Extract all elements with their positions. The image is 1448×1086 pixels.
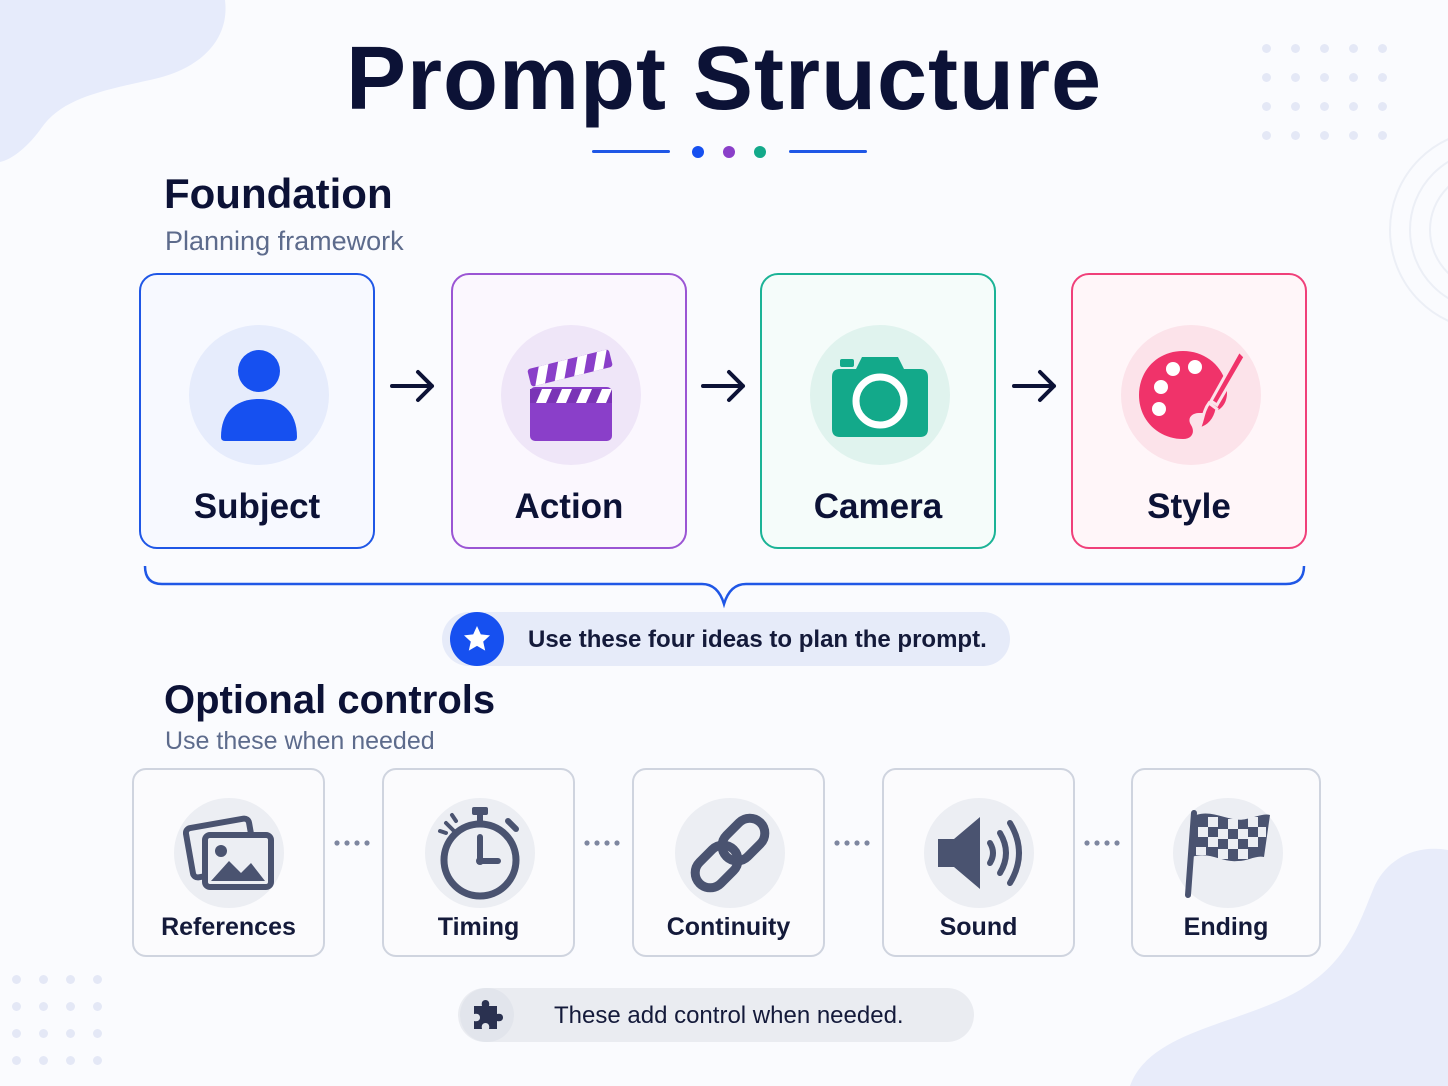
arrow-right-icon	[390, 370, 434, 402]
ending-label: Ending	[1183, 913, 1269, 941]
puzzle-icon	[460, 988, 514, 1042]
foundation-note: Use these four ideas to plan the prompt.	[442, 612, 1010, 666]
references-card[interactable]: References	[132, 768, 325, 957]
right-rings	[1389, 138, 1448, 322]
stopwatch-icon	[425, 798, 535, 908]
grouping-brace	[143, 565, 1306, 609]
dotted-connector	[1084, 840, 1120, 846]
page-title: Prompt Structure	[345, 29, 1103, 129]
sound-card[interactable]: Sound	[882, 768, 1075, 957]
optional-note-text: These add control when needed.	[554, 1002, 904, 1029]
camera-card[interactable]: Camera	[760, 273, 996, 549]
person-icon	[189, 325, 329, 465]
dotted-connector	[834, 840, 870, 846]
optional-heading: Optional controls	[164, 678, 496, 722]
dot-grid-top-right	[1262, 44, 1387, 140]
camera-icon	[810, 325, 950, 465]
star-icon	[450, 612, 504, 666]
speaker-icon	[924, 798, 1034, 908]
dotted-connector	[334, 840, 370, 846]
ending-card[interactable]: Ending	[1131, 768, 1321, 957]
foundation-subheading: Planning framework	[165, 226, 404, 256]
arrow-right-icon	[1012, 370, 1056, 402]
clapperboard-icon	[501, 325, 641, 465]
continuity-label: Continuity	[666, 913, 791, 941]
dot-grid-bottom-left	[12, 975, 102, 1065]
timing-card[interactable]: Timing	[382, 768, 575, 957]
references-label: References	[161, 913, 296, 941]
sound-label: Sound	[939, 913, 1018, 941]
subject-label: Subject	[193, 487, 321, 526]
arrow-right-icon	[701, 370, 745, 402]
foundation-note-text: Use these four ideas to plan the prompt.	[528, 626, 987, 653]
title-divider	[592, 144, 868, 160]
style-card[interactable]: Style	[1071, 273, 1307, 549]
timing-label: Timing	[437, 913, 520, 941]
camera-label: Camera	[813, 487, 943, 526]
foundation-heading: Foundation	[164, 170, 393, 217]
images-icon	[174, 798, 284, 908]
optional-note: These add control when needed.	[458, 988, 974, 1042]
action-label: Action	[514, 487, 624, 526]
action-card[interactable]: Action	[451, 273, 687, 549]
continuity-card[interactable]: Continuity	[632, 768, 825, 957]
style-label: Style	[1147, 487, 1231, 526]
optional-subheading: Use these when needed	[165, 727, 435, 755]
subject-card[interactable]: Subject	[139, 273, 375, 549]
checkered-flag-icon	[1173, 798, 1283, 908]
link-icon	[675, 798, 785, 908]
dotted-connector	[584, 840, 620, 846]
palette-icon	[1121, 325, 1261, 465]
